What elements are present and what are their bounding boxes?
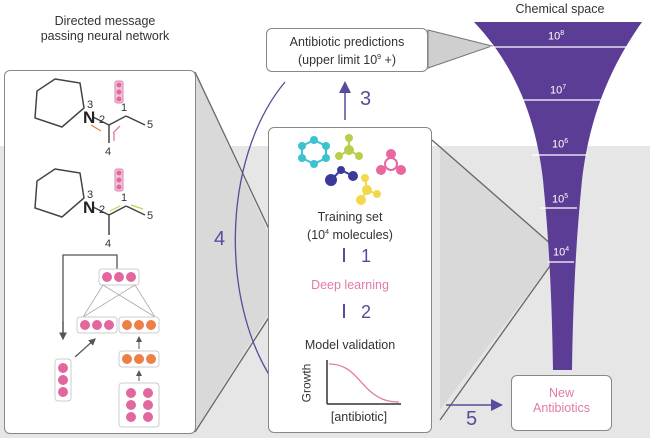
predictions-wedge	[427, 29, 494, 69]
step-2-label: 2	[361, 302, 372, 322]
level-10-4: 104	[553, 246, 570, 259]
dmpnn-title-line2: passing neural network	[40, 29, 170, 43]
zoom-connector-left	[195, 72, 290, 430]
molecule-icons	[298, 134, 406, 205]
svg-text:1: 1	[121, 192, 127, 204]
plot-ylabel: Growth	[299, 363, 314, 403]
atom-N-1: N	[83, 108, 95, 127]
svg-text:4: 4	[105, 146, 111, 158]
new-antibiotics-box: New Antibiotics	[511, 375, 612, 431]
step-1-label: 1	[361, 246, 372, 266]
neural-network	[54, 254, 160, 428]
chemical-space-funnel	[474, 22, 642, 370]
level-10-6: 106	[552, 138, 569, 151]
level-10-8: 108	[548, 30, 565, 43]
arrow-step-1	[343, 248, 345, 262]
zoom-connector-right	[440, 148, 560, 410]
arrow-step-2	[343, 304, 345, 318]
svg-text:2: 2	[99, 204, 105, 216]
training-line2: (104 molecules)	[307, 228, 393, 243]
svg-text:4: 4	[105, 238, 111, 250]
svg-text:1: 1	[121, 102, 127, 114]
training-line1: Training set	[317, 210, 383, 224]
predictions-box: Antibiotic predictions (upper limit 109 …	[266, 28, 428, 72]
dmpnn-title: Directed message passing neural network	[10, 14, 200, 44]
svg-text:2: 2	[99, 114, 105, 126]
step-5-label: 5	[466, 408, 478, 430]
svg-text:3: 3	[87, 99, 93, 111]
svg-text:5: 5	[147, 119, 153, 131]
dmpnn-title-line1: Directed message	[54, 14, 156, 28]
arrow-step-4	[234, 81, 286, 391]
molecule-1	[34, 78, 146, 143]
new-antibiotics-line2: Antibiotics	[533, 401, 590, 415]
svg-text:3: 3	[87, 189, 93, 201]
model-validation-label: Model validation	[304, 338, 396, 352]
molecule-2	[34, 168, 146, 235]
svg-text:5: 5	[147, 210, 153, 222]
plot-xlabel: [antibiotic]	[330, 410, 388, 424]
predictions-line1: Antibiotic predictions	[289, 35, 405, 49]
chemical-space-title: Chemical space	[515, 2, 605, 16]
level-10-7: 107	[550, 84, 567, 97]
training-box: Training set (104 molecules) 1 Deep lear…	[268, 127, 432, 433]
growth-curve-plot	[326, 360, 401, 405]
level-10-5: 105	[552, 193, 569, 206]
new-antibiotics-line1: New	[548, 386, 574, 400]
step-4-label: 4	[214, 228, 226, 250]
predictions-line2: (upper limit 109 +)	[297, 53, 397, 68]
deep-learning-label: Deep learning	[311, 278, 389, 292]
atom-N-2: N	[83, 198, 95, 217]
training-set-label: Training set (104 molecules)	[269, 210, 431, 243]
step-3-label: 3	[360, 88, 372, 110]
